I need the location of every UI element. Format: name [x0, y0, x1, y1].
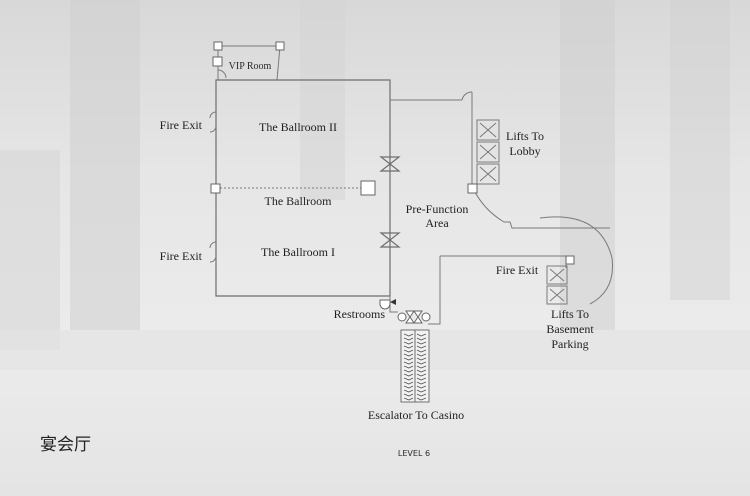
fire-exit-marker — [565, 255, 575, 265]
vip-corner-marker — [213, 41, 223, 51]
lift-icon — [546, 265, 568, 305]
fire-exit-top-label: Fire Exit — [160, 118, 203, 132]
vip-corner-marker — [275, 41, 285, 51]
divider-marker — [360, 180, 376, 196]
vip-door-marker — [212, 56, 223, 67]
escalator-to-casino[interactable]: Escalator To Casino — [368, 329, 464, 422]
escalator-icon — [400, 329, 430, 403]
ballroom-ii[interactable]: The Ballroom II — [259, 120, 337, 134]
fire-exit-right[interactable]: Fire Exit — [496, 255, 575, 277]
escalator-label: Escalator To Casino — [368, 408, 464, 422]
lifts-lobby-label-line2: Lobby — [509, 144, 540, 158]
ballroom-ii-door-icon — [379, 156, 401, 172]
restrooms[interactable]: Restrooms — [334, 299, 431, 324]
door-icon — [209, 241, 217, 263]
ballroom-main[interactable]: The Ballroom — [210, 180, 376, 208]
lifts-basement-label-line3: Parking — [551, 337, 588, 351]
ballroom-i[interactable]: The Ballroom I — [261, 245, 335, 259]
vip-room[interactable]: VIP Room — [212, 41, 285, 81]
lift-icon — [476, 119, 500, 185]
divider-marker — [210, 183, 221, 194]
map-title-cn: 宴会厅 — [40, 435, 91, 455]
fire-exit-bottom[interactable]: Fire Exit — [160, 241, 217, 263]
restrooms-label: Restrooms — [334, 307, 386, 321]
restroom-icon — [379, 299, 431, 324]
fire-exit-right-label: Fire Exit — [496, 263, 539, 277]
ballroom-ii-label: The Ballroom II — [259, 120, 337, 134]
lifts-basement-label-line1: Lifts To — [551, 307, 589, 321]
lifts-basement-label-line2: Basement — [546, 322, 594, 336]
door-icon — [217, 69, 227, 79]
level-label: LEVEL 6 — [398, 449, 430, 458]
lifts-lobby-label-line1: Lifts To — [506, 129, 544, 143]
ballroom-label: The Ballroom — [265, 194, 333, 208]
lifts-to-lobby[interactable]: Lifts To Lobby — [467, 119, 544, 194]
fire-exit-top[interactable]: Fire Exit — [160, 111, 217, 133]
lobby-lift-marker — [467, 183, 478, 194]
pre-function-label-line1: Pre-Function — [406, 202, 469, 216]
lifts-to-basement-parking[interactable]: Lifts To Basement Parking — [546, 265, 594, 351]
vip-room-label: VIP Room — [229, 61, 272, 72]
ballroom-i-label: The Ballroom I — [261, 245, 335, 259]
ballroom-i-door-icon — [379, 232, 401, 248]
door-icon — [209, 111, 217, 133]
pre-function-label-line2: Area — [425, 216, 449, 230]
pre-function-area[interactable]: Pre-Function Area — [406, 202, 469, 230]
fire-exit-bottom-label: Fire Exit — [160, 249, 203, 263]
